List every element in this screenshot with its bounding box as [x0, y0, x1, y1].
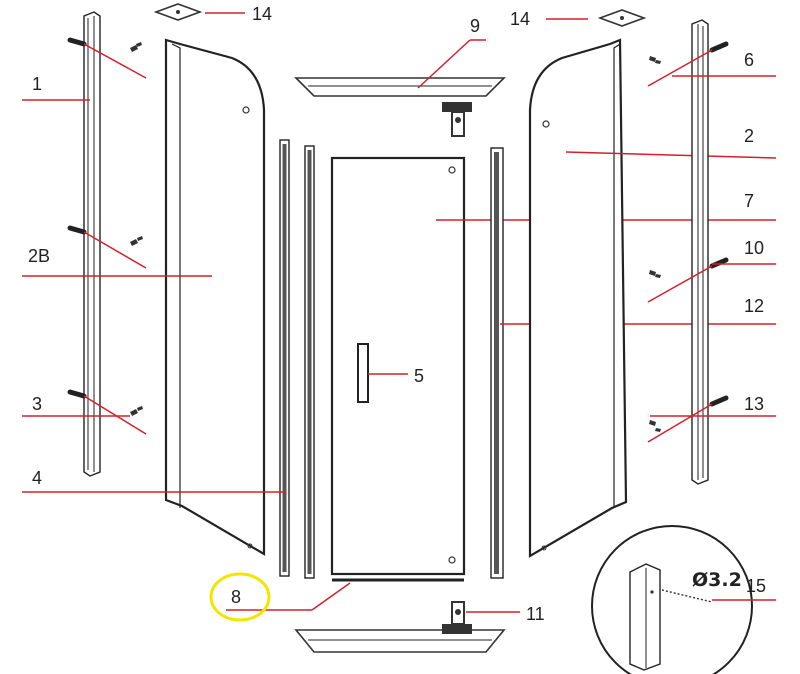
right-wall-profile: [691, 19, 709, 485]
label-10: 10: [744, 238, 764, 258]
left-upper-screw: [67, 37, 147, 79]
part-10-right-middle-screw: [647, 257, 729, 303]
label-9: 9: [470, 16, 480, 36]
left-middle-screw: [67, 225, 147, 269]
part-1-left-wall-profile: [83, 11, 101, 477]
label-15: 15: [746, 576, 766, 596]
part-11-bottom-hinge: [442, 601, 472, 634]
label-14-left: 14: [252, 4, 272, 24]
part-9-top-rail: [294, 77, 506, 97]
part-14-right-plate: [597, 9, 647, 27]
leader-8-diag: [311, 582, 351, 611]
leader-9: [417, 39, 471, 89]
label-8: 8: [231, 587, 241, 607]
part-4-vertical-seals: [279, 139, 315, 579]
part-14-left-plate: [153, 3, 203, 21]
part-12-seal-profile: [490, 147, 504, 579]
detail-dimension: Ø3.2: [692, 569, 742, 591]
label-3: 3: [32, 394, 42, 414]
part-2b-left-fixed-glass: [164, 38, 266, 556]
part-5-handle: [357, 343, 369, 403]
part-15-detail-view: [591, 525, 753, 674]
label-6: 6: [744, 50, 754, 70]
label-5: 5: [414, 366, 424, 386]
part-6-right-upper-screw: [647, 41, 729, 87]
left-lower-screw: [67, 389, 147, 435]
label-2b: 2B: [28, 246, 50, 266]
top-hinge-bracket: [442, 102, 472, 137]
label-12: 12: [744, 296, 764, 316]
bottom-rail: [294, 629, 506, 653]
label-4: 4: [32, 468, 42, 488]
label-2: 2: [744, 126, 754, 146]
label-11: 11: [526, 604, 545, 624]
label-1: 1: [32, 74, 42, 94]
highlight-circle-8: [209, 572, 271, 622]
label-13: 13: [744, 394, 764, 414]
part-13-right-lower-screw: [647, 395, 729, 443]
leader-2: [565, 151, 777, 159]
label-7: 7: [744, 191, 754, 211]
part-2-right-fixed-glass: [528, 38, 628, 558]
label-14-right: 14: [510, 9, 530, 29]
part-7-door-glass: [330, 156, 466, 576]
